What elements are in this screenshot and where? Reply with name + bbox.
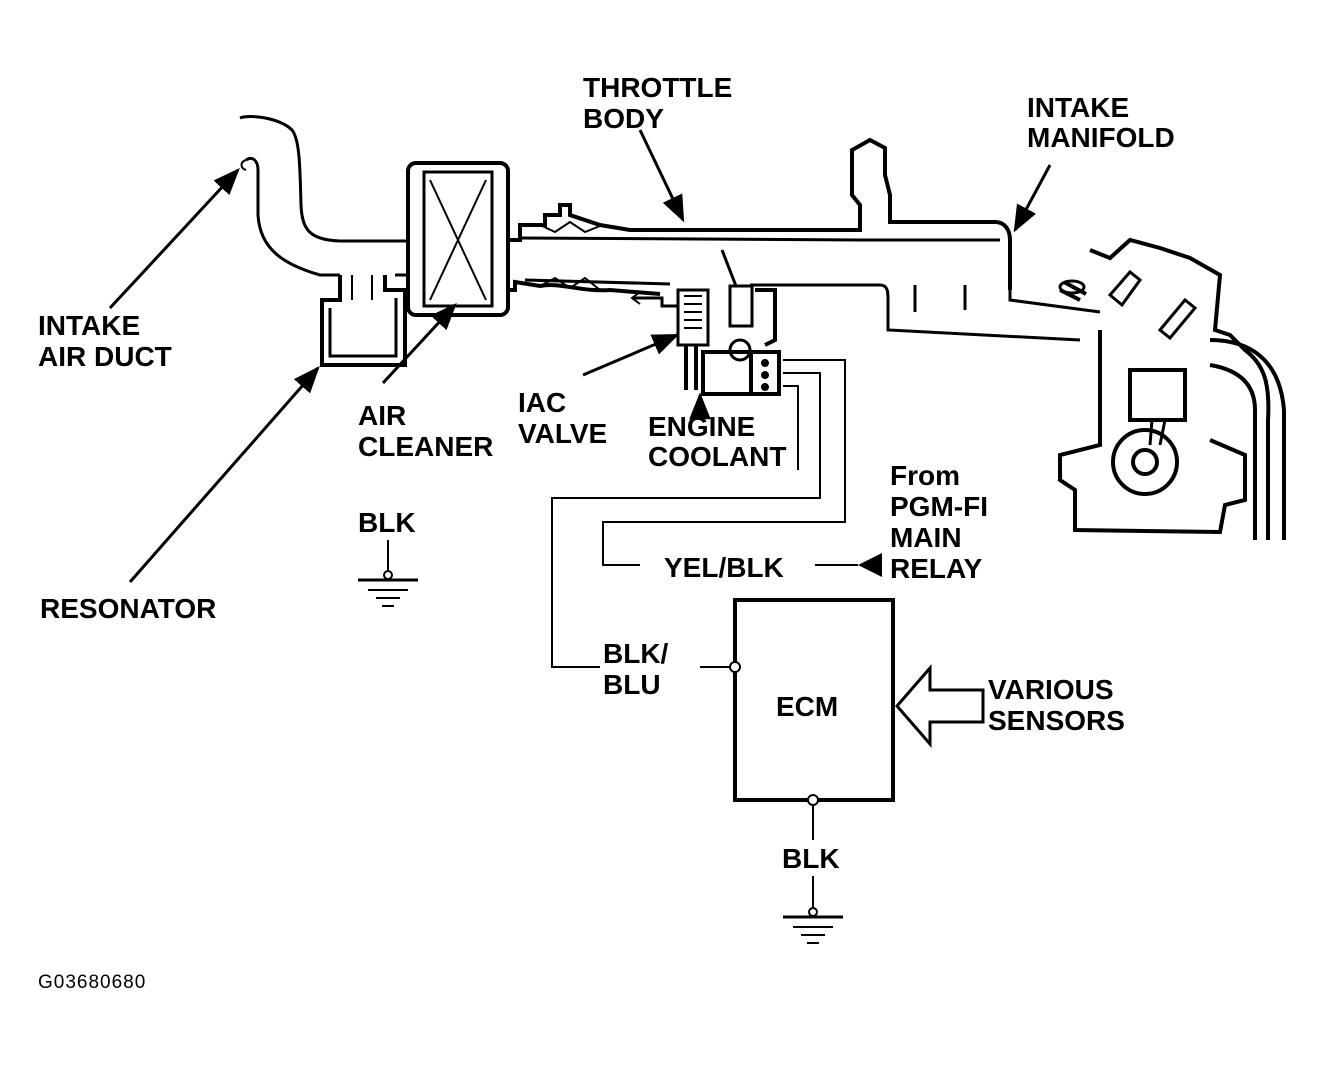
engine-cylinder-shape (1058, 237, 1286, 540)
label-air-cleaner-1: AIR (358, 400, 406, 431)
label-intake-air-duct-1: INTAKE (38, 310, 140, 341)
label-yel-blk: YEL/BLK (664, 552, 784, 583)
ground-symbol-ecm (783, 907, 843, 944)
engine-coolant-sensor-shape (701, 350, 781, 396)
label-various-sensors-1: VARIOUS (988, 674, 1114, 705)
label-air-cleaner-2: CLEANER (358, 431, 493, 462)
resonator-shape (320, 275, 407, 367)
wiring (387, 359, 882, 912)
label-from-relay-3: MAIN (890, 522, 962, 553)
label-from-relay-1: From (890, 460, 960, 491)
label-throttle-body-1: THROTTLE (583, 72, 732, 103)
ground-symbol-left (358, 570, 418, 607)
throttle-body-tube (508, 137, 1101, 342)
label-blk-ground-ecm: BLK (782, 843, 840, 874)
label-various-sensors-2: SENSORS (988, 705, 1125, 736)
various-sensors-arrow (895, 663, 985, 749)
label-resonator: RESONATOR (40, 593, 216, 624)
label-intake-manifold-1: INTAKE (1027, 92, 1129, 123)
leader-arrows (108, 129, 1052, 583)
label-iac-valve-2: VALVE (518, 418, 607, 449)
label-ecm: ECM (776, 691, 838, 722)
label-engine-coolant-1: ENGINE (648, 411, 755, 442)
intake-air-duct-shape (239, 115, 395, 277)
label-throttle-body-2: BODY (583, 103, 664, 134)
label-engine-coolant-2: COOLANT (648, 441, 786, 472)
figure-id: G03680680 (38, 972, 146, 993)
label-intake-manifold-2: MANIFOLD (1027, 122, 1175, 153)
label-from-relay-4: RELAY (890, 553, 983, 584)
ecm-box (729, 598, 895, 806)
label-blk-blu-1: BLK/ (603, 638, 669, 669)
label-blk-ground-left: BLK (358, 507, 416, 538)
label-iac-valve-1: IAC (518, 387, 566, 418)
label-blk-blu-2: BLU (603, 669, 661, 700)
relay-arrowhead (858, 553, 882, 577)
label-intake-air-duct-2: AIR DUCT (38, 341, 172, 372)
label-from-relay-2: PGM-FI (890, 491, 988, 522)
